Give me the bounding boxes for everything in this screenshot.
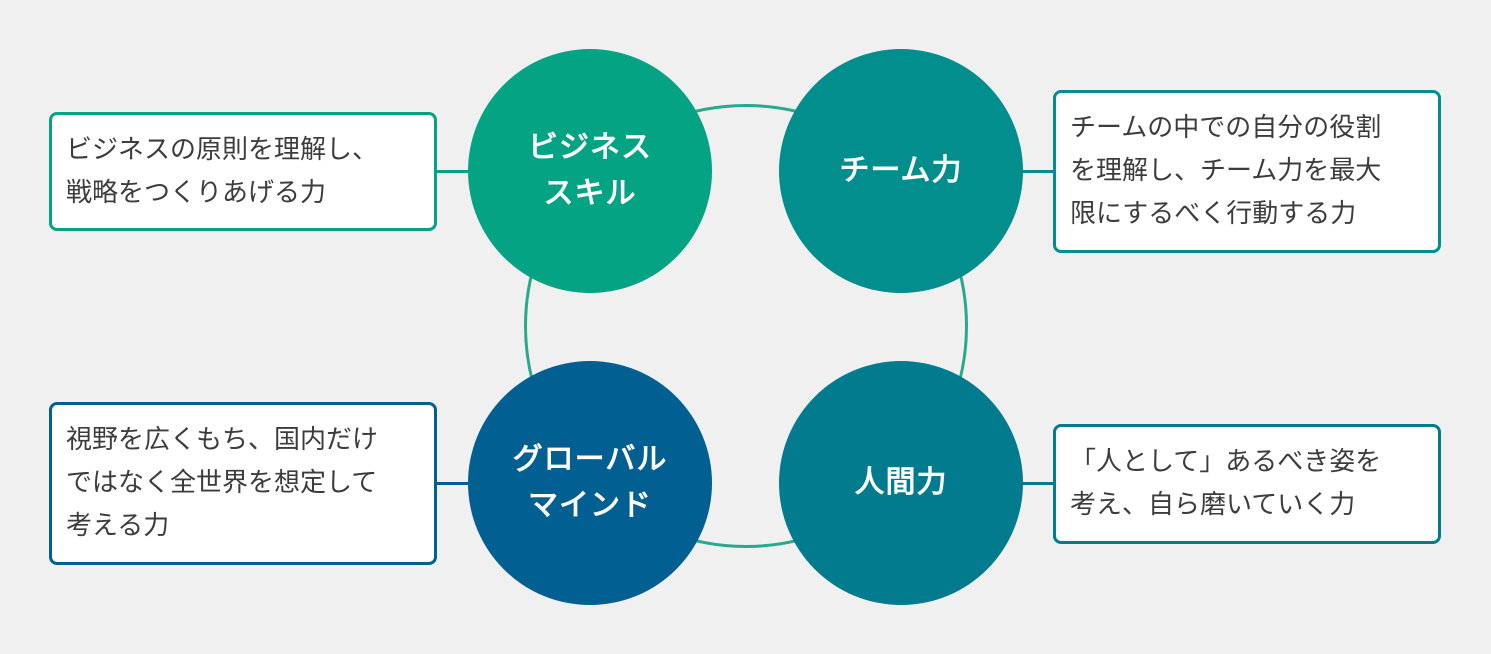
description-line: 「人として」あるべき姿を bbox=[1070, 447, 1382, 477]
connector-business bbox=[437, 170, 473, 173]
description-line: 視野を広くもち、国内だけ bbox=[66, 425, 379, 455]
description-line: ビジネスの原則を理解し、 bbox=[66, 134, 379, 165]
circle-team-power-label: チーム力 bbox=[839, 153, 963, 188]
connector-team bbox=[1018, 170, 1057, 173]
connector-global bbox=[437, 482, 473, 485]
circle-team-power: チーム力 bbox=[779, 49, 1023, 293]
description-global-mind: 視野を広くもち、国内だけ ではなく全世界を想定して 考える力 bbox=[49, 402, 437, 565]
circle-global-mind: グローバル マインド bbox=[468, 361, 712, 605]
circle-human-power: 人間力 bbox=[779, 361, 1023, 605]
description-human-power: 「人として」あるべき姿を 考え、自ら磨いていく力 bbox=[1053, 424, 1441, 544]
description-line: 戦略をつくりあげる力 bbox=[66, 177, 327, 208]
description-line: ではなく全世界を想定して bbox=[66, 468, 378, 498]
circle-business-skill: ビジネス スキル bbox=[468, 49, 712, 293]
description-line: 限にするべく行動する力 bbox=[1070, 199, 1357, 229]
connector-human bbox=[1018, 482, 1057, 485]
circle-global-mind-label: グローバル マインド bbox=[512, 442, 668, 523]
description-line: チームの中での自分の役割 bbox=[1070, 113, 1382, 143]
description-team-power: チームの中での自分の役割 を理解し、チーム力を最大 限にするべく行動する力 bbox=[1053, 90, 1441, 253]
description-line: を理解し、チーム力を最大 bbox=[1070, 156, 1382, 186]
description-business-skill: ビジネスの原則を理解し、 戦略をつくりあげる力 bbox=[49, 112, 437, 231]
description-line: 考え、自ら磨いていく力 bbox=[1070, 490, 1356, 520]
connecting-ring bbox=[524, 104, 968, 548]
circle-human-power-label: 人間力 bbox=[854, 465, 948, 500]
circle-business-skill-label: ビジネス スキル bbox=[528, 130, 652, 211]
description-line: 考える力 bbox=[66, 511, 170, 541]
